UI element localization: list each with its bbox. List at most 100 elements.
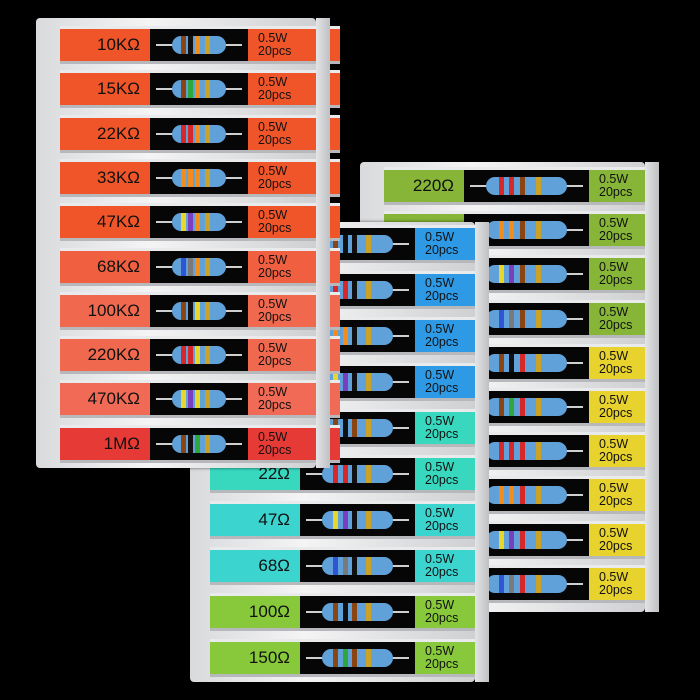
resistor-body-icon: [486, 265, 567, 284]
color-band: [342, 649, 348, 667]
color-band: [366, 419, 372, 437]
resistor-body-icon: [486, 177, 567, 195]
color-band: [509, 486, 515, 505]
color-band: [333, 281, 339, 299]
quantity-label: 20pcs: [258, 265, 292, 280]
quantity-label: 20pcs: [599, 406, 633, 420]
wattage-label: 0.5W: [599, 525, 629, 540]
quantity-label: 20pcs: [258, 309, 292, 324]
color-band: [366, 603, 372, 621]
color-band: [205, 36, 211, 54]
wattage-label: 0.5W: [258, 75, 288, 90]
quantity-label: 20pcs: [258, 132, 292, 147]
quantity-label: 20pcs: [425, 657, 459, 671]
resistance-value-label: 470KΩ: [87, 389, 140, 409]
color-band: [205, 301, 211, 320]
color-band: [520, 221, 526, 240]
color-band: [342, 557, 348, 575]
color-band: [536, 221, 542, 240]
color-band: [187, 390, 193, 409]
color-band: [366, 327, 372, 345]
color-band: [498, 353, 504, 372]
resistor-illustration: [150, 117, 248, 150]
wattage-label: 0.5W: [425, 598, 455, 612]
color-band: [205, 80, 211, 99]
color-band: [187, 346, 193, 365]
resistor-illustration: [300, 596, 415, 628]
color-band: [180, 434, 186, 453]
color-band: [180, 213, 186, 232]
color-band: [187, 257, 193, 276]
color-band: [366, 281, 372, 299]
resistor-illustration: [300, 642, 415, 674]
resistor-body-icon: [486, 442, 567, 461]
color-band: [205, 434, 211, 453]
resistor-body-icon: [322, 649, 393, 667]
quantity-label: 20pcs: [258, 88, 292, 103]
color-band: [194, 80, 200, 99]
color-band: [366, 373, 372, 391]
wattage-label: 0.5W: [258, 429, 288, 444]
color-band: [333, 465, 339, 483]
color-band: [187, 434, 193, 453]
color-band: [187, 168, 193, 187]
quantity-label: 20pcs: [599, 185, 633, 199]
wattage-label: 0.5W: [258, 31, 288, 45]
color-band: [351, 235, 357, 253]
color-band: [194, 390, 200, 409]
color-band: [194, 36, 200, 54]
color-band: [342, 327, 348, 345]
quantity-label: 20pcs: [258, 354, 292, 369]
quantity-label: 20pcs: [599, 361, 633, 376]
resistor-body-icon: [486, 574, 567, 593]
color-band: [498, 486, 504, 505]
resistance-value-label: 100Ω: [248, 602, 290, 621]
wattage-label: 0.5W: [425, 414, 455, 428]
color-band: [342, 281, 348, 299]
wattage-label: 0.5W: [425, 644, 455, 658]
color-band: [520, 574, 526, 593]
quantity-label: 20pcs: [599, 538, 633, 553]
wattage-label: 0.5W: [258, 341, 288, 356]
wattage-label: 0.5W: [425, 506, 455, 520]
color-band: [187, 124, 193, 143]
resistor-body-icon: [172, 257, 226, 276]
color-band: [333, 235, 339, 253]
resistor-body-icon: [172, 390, 226, 409]
color-band: [520, 486, 526, 505]
color-band: [194, 213, 200, 232]
color-band: [498, 530, 504, 549]
wattage-label: 0.5W: [425, 460, 455, 474]
color-band: [194, 124, 200, 143]
quantity-label: 20pcs: [599, 317, 633, 332]
resistor-body-icon: [172, 346, 226, 365]
color-band: [342, 603, 348, 621]
color-band: [498, 574, 504, 593]
color-band: [536, 530, 542, 549]
color-band: [187, 301, 193, 320]
color-band: [342, 235, 348, 253]
color-band: [205, 346, 211, 365]
color-band: [205, 213, 211, 232]
color-band: [351, 465, 357, 483]
quantity-label: 20pcs: [258, 176, 292, 191]
color-band: [520, 530, 526, 549]
resistance-value-label: 33KΩ: [97, 167, 140, 187]
resistor-illustration: [150, 206, 248, 239]
color-band: [509, 574, 515, 593]
color-band: [509, 265, 515, 284]
